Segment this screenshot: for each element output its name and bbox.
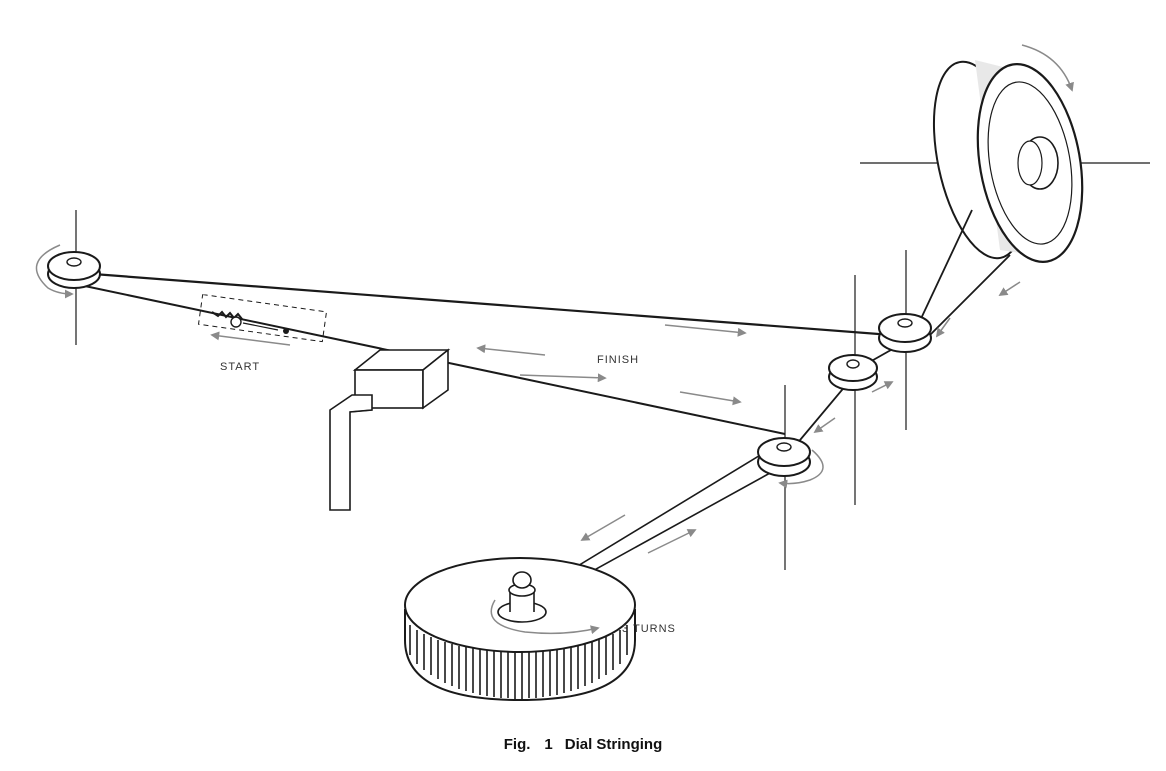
finish-label: FINISH (597, 354, 639, 366)
start-arrow (210, 331, 291, 346)
caption-prefix: Fig. (503, 736, 531, 753)
cord-arrow-down-1 (580, 514, 626, 541)
figure-caption: Fig. 1 Dial Stringing (0, 736, 1166, 753)
dial-drum-turns-arrow (490, 599, 600, 635)
finish-arrow-right (664, 324, 747, 337)
middle-right-arrow-2 (871, 381, 894, 393)
middle-right-arrow (813, 417, 836, 434)
caption-number: 1 (544, 736, 553, 753)
start-label: START (220, 361, 260, 373)
left-pulley (47, 210, 101, 345)
dial-drum (404, 557, 636, 702)
dial-pointer (329, 348, 451, 511)
finish-arrow-left (476, 344, 546, 356)
bottom-pulley-rotation-arrow (778, 449, 824, 489)
dial-cord (79, 209, 1011, 601)
lower-run-arrow-2 (679, 391, 742, 406)
middle-right-pulley (828, 275, 878, 505)
drum-rotation-arrow (1021, 44, 1074, 92)
caption-title: Dial Stringing (564, 736, 663, 753)
left-pulley-rotation-arrow (35, 244, 74, 299)
right-pulley-arrow-2 (935, 317, 951, 338)
turns-label: 3 TURNS (622, 623, 676, 635)
lower-run-arrow-1 (519, 373, 607, 383)
right-pulley (878, 250, 932, 430)
tension-spring (197, 293, 328, 343)
bottom-middle-pulley (757, 385, 811, 570)
drive-drum (860, 60, 1150, 263)
right-pulley-arrow (998, 281, 1021, 296)
cord-arrow-up-1 (647, 529, 697, 554)
